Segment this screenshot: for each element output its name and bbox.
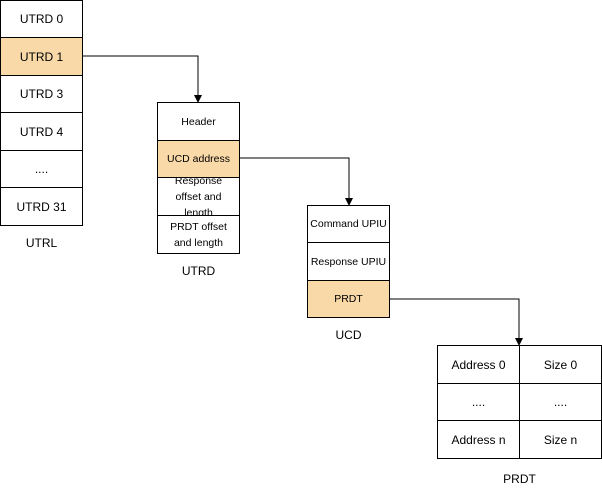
utrl-entry: UTRD 0 (0, 0, 83, 38)
prdt-caption: PRDT (503, 472, 536, 486)
utrl-caption: UTRL (25, 236, 58, 250)
prdt-pointer-to-prdt-arrow (390, 298, 523, 346)
utrl-entry: .... (0, 150, 83, 188)
ucd-field: Command UPIU (307, 205, 390, 243)
utrl-entry: UTRD 3 (0, 75, 83, 113)
utrd-field-highlighted: UCD address (157, 140, 240, 178)
utrd-field: Response offset and length (157, 175, 240, 219)
utrd-field: PRDT offset and length (157, 215, 240, 254)
ucd-field: Response UPIU (307, 242, 390, 281)
utrd-caption: UTRD (181, 264, 216, 278)
ucd-field-highlighted: PRDT (307, 280, 390, 318)
ucd-address-to-ucd-arrow (240, 157, 353, 206)
ucd-caption: UCD (335, 328, 362, 342)
prdt-address-cell: Address n (437, 420, 520, 459)
prdt-address-cell: .... (437, 383, 520, 421)
utrl-entry: UTRD 31 (0, 187, 83, 226)
prdt-size-cell: Size n (519, 420, 602, 459)
utrd1-to-utrd-arrow (83, 55, 202, 103)
